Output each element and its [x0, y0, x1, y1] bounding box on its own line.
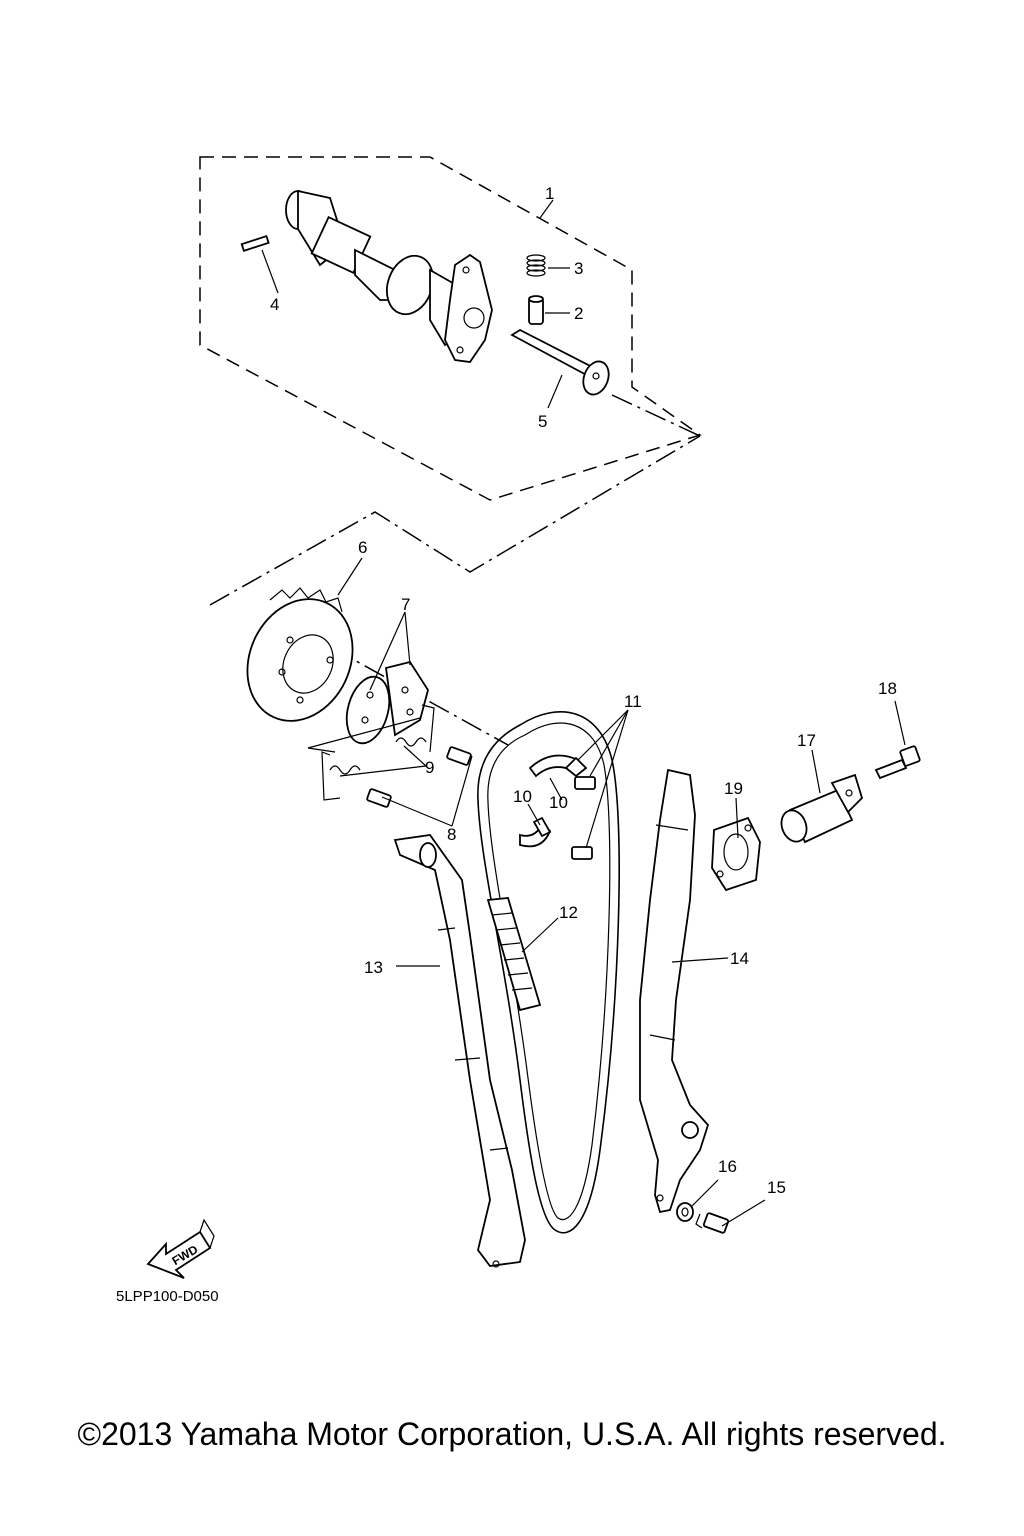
callout-18: 18 [878, 679, 897, 698]
dowel-pin [240, 234, 270, 252]
cam-chain-loop-inner [487, 722, 611, 1221]
chain-guide-intake [393, 834, 526, 1268]
tensioner-gasket [711, 816, 761, 892]
callout-17: 17 [797, 731, 816, 750]
camshaft-assembly-outline [199, 156, 702, 501]
cam-chain [486, 897, 542, 1012]
copyright-notice: ©2013 Yamaha Motor Corporation, U.S.A. A… [77, 1416, 947, 1452]
callout-3: 3 [574, 259, 583, 278]
diagram-code: 5LPP100-D050 [116, 1288, 219, 1305]
plunger [528, 295, 544, 325]
decompressor-bolts [366, 746, 472, 808]
guide-bolts [571, 776, 596, 860]
callout-19: 19 [724, 779, 743, 798]
chain-guide-exhaust [639, 768, 710, 1214]
decompressor-springs [321, 704, 435, 801]
callout-12: 12 [559, 903, 578, 922]
callout-4: 4 [270, 295, 279, 314]
washer [676, 1202, 694, 1222]
callout-14: 14 [730, 949, 749, 968]
callout-1: 1 [545, 184, 554, 203]
camshaft [285, 189, 493, 363]
camshaft-axis-line [611, 394, 701, 437]
tensioner-bolt [874, 745, 921, 780]
callout-9: 9 [425, 758, 434, 777]
callout-2: 2 [574, 304, 583, 323]
callout-6: 6 [358, 538, 367, 557]
decompressor-shaft [510, 328, 610, 396]
callout-8: 8 [447, 825, 456, 844]
guide-bolt [695, 1212, 730, 1234]
decompressor-plates [345, 660, 429, 745]
fwd-arrow-icon: FWD [146, 1218, 215, 1279]
spring [526, 254, 546, 277]
callout-11: 11 [624, 692, 642, 711]
callout-10-lower: 10 [549, 793, 568, 812]
callout-7: 7 [401, 595, 410, 614]
callout-15: 15 [767, 1178, 786, 1197]
chain-tensioner [780, 773, 864, 844]
callout-5: 5 [538, 412, 547, 431]
callout-16: 16 [718, 1157, 737, 1176]
cam-sprocket [246, 587, 354, 722]
cam-chain-loop [477, 711, 620, 1234]
callout-13: 13 [364, 958, 383, 977]
callout-10-upper: 10 [513, 787, 532, 806]
sprocket-link-line [209, 435, 701, 606]
leader-lines [261, 199, 906, 1227]
